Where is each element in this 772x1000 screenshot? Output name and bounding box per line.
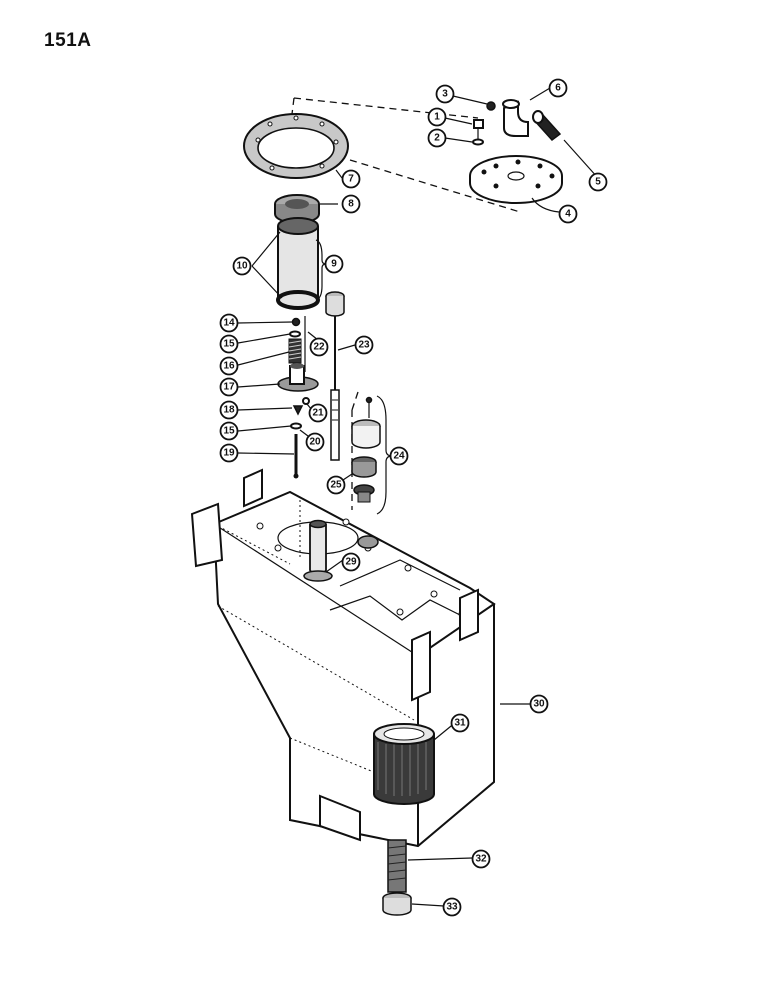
washer-part-15b <box>290 422 302 430</box>
callout-29: 29 <box>341 552 361 572</box>
bolt-part <box>473 119 484 140</box>
callout-15b: 15 <box>219 421 239 441</box>
pin-part-14 <box>291 317 301 327</box>
callout-1: 1 <box>427 107 447 127</box>
svg-text:15: 15 <box>223 426 235 437</box>
cover-plate-part <box>469 155 563 204</box>
svg-text:32: 32 <box>475 854 487 865</box>
page-number: 151A <box>44 30 92 51</box>
callout-17: 17 <box>219 377 239 397</box>
nut-part <box>486 101 496 111</box>
washer-part <box>472 138 484 146</box>
svg-text:6: 6 <box>555 83 561 94</box>
suction-strainer-part <box>373 723 435 805</box>
callout-33: 33 <box>442 897 462 917</box>
drain-plug-part <box>382 892 412 916</box>
callout-18: 18 <box>219 400 239 420</box>
elbow-fitting-part <box>502 99 529 137</box>
svg-text:24: 24 <box>393 451 405 462</box>
callout-21: 21 <box>308 403 328 423</box>
bolt-part-19 <box>293 434 299 479</box>
callout-23: 23 <box>354 335 374 355</box>
callout-32: 32 <box>471 849 491 869</box>
callout-25: 25 <box>326 475 346 495</box>
callout-19: 19 <box>219 443 239 463</box>
svg-text:23: 23 <box>358 340 370 351</box>
svg-text:19: 19 <box>223 448 235 459</box>
valve-body-part <box>277 363 319 392</box>
svg-text:25: 25 <box>330 480 342 491</box>
svg-text:22: 22 <box>313 342 325 353</box>
ball-part-21 <box>302 397 310 405</box>
washer-part-15 <box>289 330 301 338</box>
callout-24: 24 <box>389 446 409 466</box>
callout-9: 9 <box>324 254 344 274</box>
svg-text:10: 10 <box>236 261 248 272</box>
svg-text:1: 1 <box>434 112 440 123</box>
callout-31: 31 <box>450 713 470 733</box>
svg-text:29: 29 <box>345 557 357 568</box>
callout-30: 30 <box>529 694 549 714</box>
svg-text:4: 4 <box>565 209 571 220</box>
callout-3: 3 <box>435 84 455 104</box>
svg-text:5: 5 <box>595 177 601 188</box>
callout-4: 4 <box>558 204 578 224</box>
svg-text:14: 14 <box>223 318 235 329</box>
svg-text:17: 17 <box>223 382 235 393</box>
filter-element-part <box>276 217 320 310</box>
callout-6: 6 <box>548 78 568 98</box>
svg-text:18: 18 <box>223 405 235 416</box>
callout-10: 10 <box>232 256 252 276</box>
svg-text:16: 16 <box>223 361 235 372</box>
svg-text:20: 20 <box>309 437 321 448</box>
svg-text:30: 30 <box>533 699 545 710</box>
callout-8: 8 <box>341 194 361 214</box>
svg-text:3: 3 <box>442 89 448 100</box>
fill-tube-part <box>303 519 333 582</box>
svg-text:2: 2 <box>434 133 440 144</box>
breather-part <box>351 396 381 503</box>
svg-text:9: 9 <box>331 259 337 270</box>
spring-part <box>288 338 302 364</box>
hydraulic-tank-part <box>190 468 496 848</box>
callout-5: 5 <box>588 172 608 192</box>
svg-text:7: 7 <box>348 174 354 185</box>
leader-lines <box>237 87 599 907</box>
nipple-fitting-part <box>532 110 562 142</box>
svg-text:31: 31 <box>454 718 466 729</box>
callout-20: 20 <box>305 432 325 452</box>
drain-pipe-part <box>387 839 407 893</box>
callout-2: 2 <box>427 128 447 148</box>
callout-15: 15 <box>219 334 239 354</box>
svg-text:8: 8 <box>348 199 354 210</box>
gasket-part <box>243 113 349 179</box>
svg-text:21: 21 <box>312 408 324 419</box>
callout-22: 22 <box>309 337 329 357</box>
callout-14: 14 <box>219 313 239 333</box>
svg-text:15: 15 <box>223 339 235 350</box>
seat-part-18 <box>292 405 304 416</box>
svg-text:33: 33 <box>446 902 458 913</box>
dipstick-part <box>325 291 345 461</box>
callout-7: 7 <box>341 169 361 189</box>
callout-16: 16 <box>219 356 239 376</box>
